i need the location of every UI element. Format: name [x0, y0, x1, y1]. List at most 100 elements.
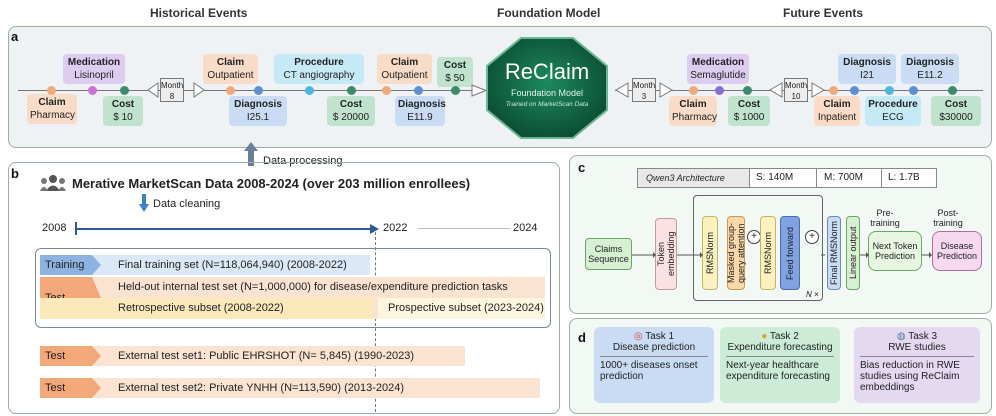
data-processing-arrow [244, 142, 258, 166]
event-dot [226, 86, 235, 95]
arch-title: Qwen3 Architecture [638, 169, 750, 187]
cleaning-label: Data cleaning [153, 198, 221, 210]
ext1-row [40, 346, 465, 366]
event-dot [885, 86, 894, 95]
prosp-row [378, 298, 545, 319]
panel-b [8, 162, 560, 414]
n-times-label: N × [806, 290, 819, 299]
task-divider [860, 356, 974, 357]
panel-b-label: b [11, 166, 19, 181]
event-dot [829, 86, 838, 95]
task-2-card: ● Task 2 Expenditure forecasting Next-ye… [720, 327, 840, 403]
panel-b-title: Merative MarketScan Data 2008-2024 (over… [72, 176, 471, 191]
future-events-header: Future Events [783, 6, 864, 20]
history-timeline [18, 90, 488, 91]
event-cost-1000: Cost$ 1000 [728, 96, 770, 126]
future-arrow-left [615, 82, 629, 98]
cleaning-arrow [139, 194, 149, 212]
split-dashed-line [375, 232, 376, 412]
task-1-name: Task 1 [645, 331, 675, 342]
foundation-model-header: Foundation Model [497, 6, 601, 20]
event-dot [47, 86, 56, 95]
timeline-start-tick [75, 222, 77, 235]
data-processing-label: Data processing [263, 155, 343, 167]
panel-c-label: c [578, 160, 586, 175]
training-row [40, 255, 370, 275]
task-1-body: 1000+ diseases onset prediction [600, 360, 698, 382]
task-1-title: Disease prediction [612, 342, 696, 353]
gap-arrow-right-2 [811, 82, 825, 98]
residual-add-2: + [805, 230, 819, 244]
reclaim-octagon [486, 37, 608, 139]
event-dot [909, 86, 918, 95]
retro-row [40, 298, 373, 319]
coin-icon: ● [761, 331, 768, 342]
task-divider [726, 356, 834, 357]
year-2022: 2022 [383, 222, 408, 234]
task-2-title: Expenditure forecasting [727, 342, 833, 353]
internal-data-box [35, 248, 551, 328]
posttraining-label: Post-training [933, 208, 963, 228]
ext2-tag: Test [45, 382, 66, 394]
event-dot [689, 86, 698, 95]
task-3-title: RWE studies [888, 342, 946, 353]
task-3-body: Bias reduction in RWE studies using ReCl… [860, 360, 960, 393]
globe-icon: ◍ [896, 331, 906, 342]
ext2-row [40, 378, 540, 398]
target-icon: ◎ [633, 331, 643, 342]
gap-arrow-left-2 [769, 82, 783, 98]
event-dot [451, 86, 460, 95]
event-dot [120, 86, 129, 95]
task-2-body: Next-year healthcare expenditure forecas… [726, 360, 830, 382]
ext2-tag-shape [40, 378, 101, 398]
historical-events-header: Historical Events [150, 6, 248, 20]
event-dot [88, 86, 97, 95]
prosp-text: Prospective subset (2023-2024) [388, 302, 544, 314]
year-2024: 2024 [513, 222, 538, 234]
event-dot [850, 86, 859, 95]
transformer-block-frame [693, 195, 823, 301]
event-dot [382, 86, 391, 95]
year-2008: 2008 [42, 222, 67, 234]
task-3-name: Task 3 [908, 331, 938, 342]
size-divider [816, 169, 817, 187]
event-dot [715, 86, 724, 95]
next-token-prediction-box: Next Token Prediction [868, 231, 922, 271]
flow-arrows [632, 252, 932, 258]
pretraining-label: Pre-training [870, 208, 900, 228]
event-dot [948, 86, 957, 95]
ext1-tag: Test [45, 350, 66, 362]
event-dot [305, 86, 314, 95]
panel-d-label: d [578, 330, 586, 345]
training-tag: Training [45, 259, 85, 271]
reclaim-name: ReClaim [504, 59, 590, 84]
event-dot [414, 86, 423, 95]
residual-add-1: + [747, 230, 761, 244]
event-cost-20000: Cost$ 20000 [327, 96, 375, 126]
gap-arrow-right [659, 82, 673, 98]
panel-a-label: a [11, 29, 19, 44]
reclaim-note: Trained on MarketScan Data [505, 101, 589, 108]
history-arrowhead [471, 84, 488, 97]
size-l: L: 1.7B [888, 172, 920, 183]
event-dot [743, 86, 752, 95]
event-cost-10: Cost$ 10 [103, 96, 143, 126]
arch-size-table: Qwen3 Architecture S: 140M M: 700M L: 1.… [637, 168, 937, 188]
ext1-text: External test set1: Public EHRSHOT (N= 5… [118, 350, 415, 362]
people-icon [40, 175, 66, 191]
size-s: S: 140M [756, 172, 794, 183]
timeline-arrowhead [370, 224, 379, 234]
size-m: M: 700M [824, 172, 863, 183]
ext2-text: External test set2: Private YNHH (N=113,… [118, 382, 405, 394]
